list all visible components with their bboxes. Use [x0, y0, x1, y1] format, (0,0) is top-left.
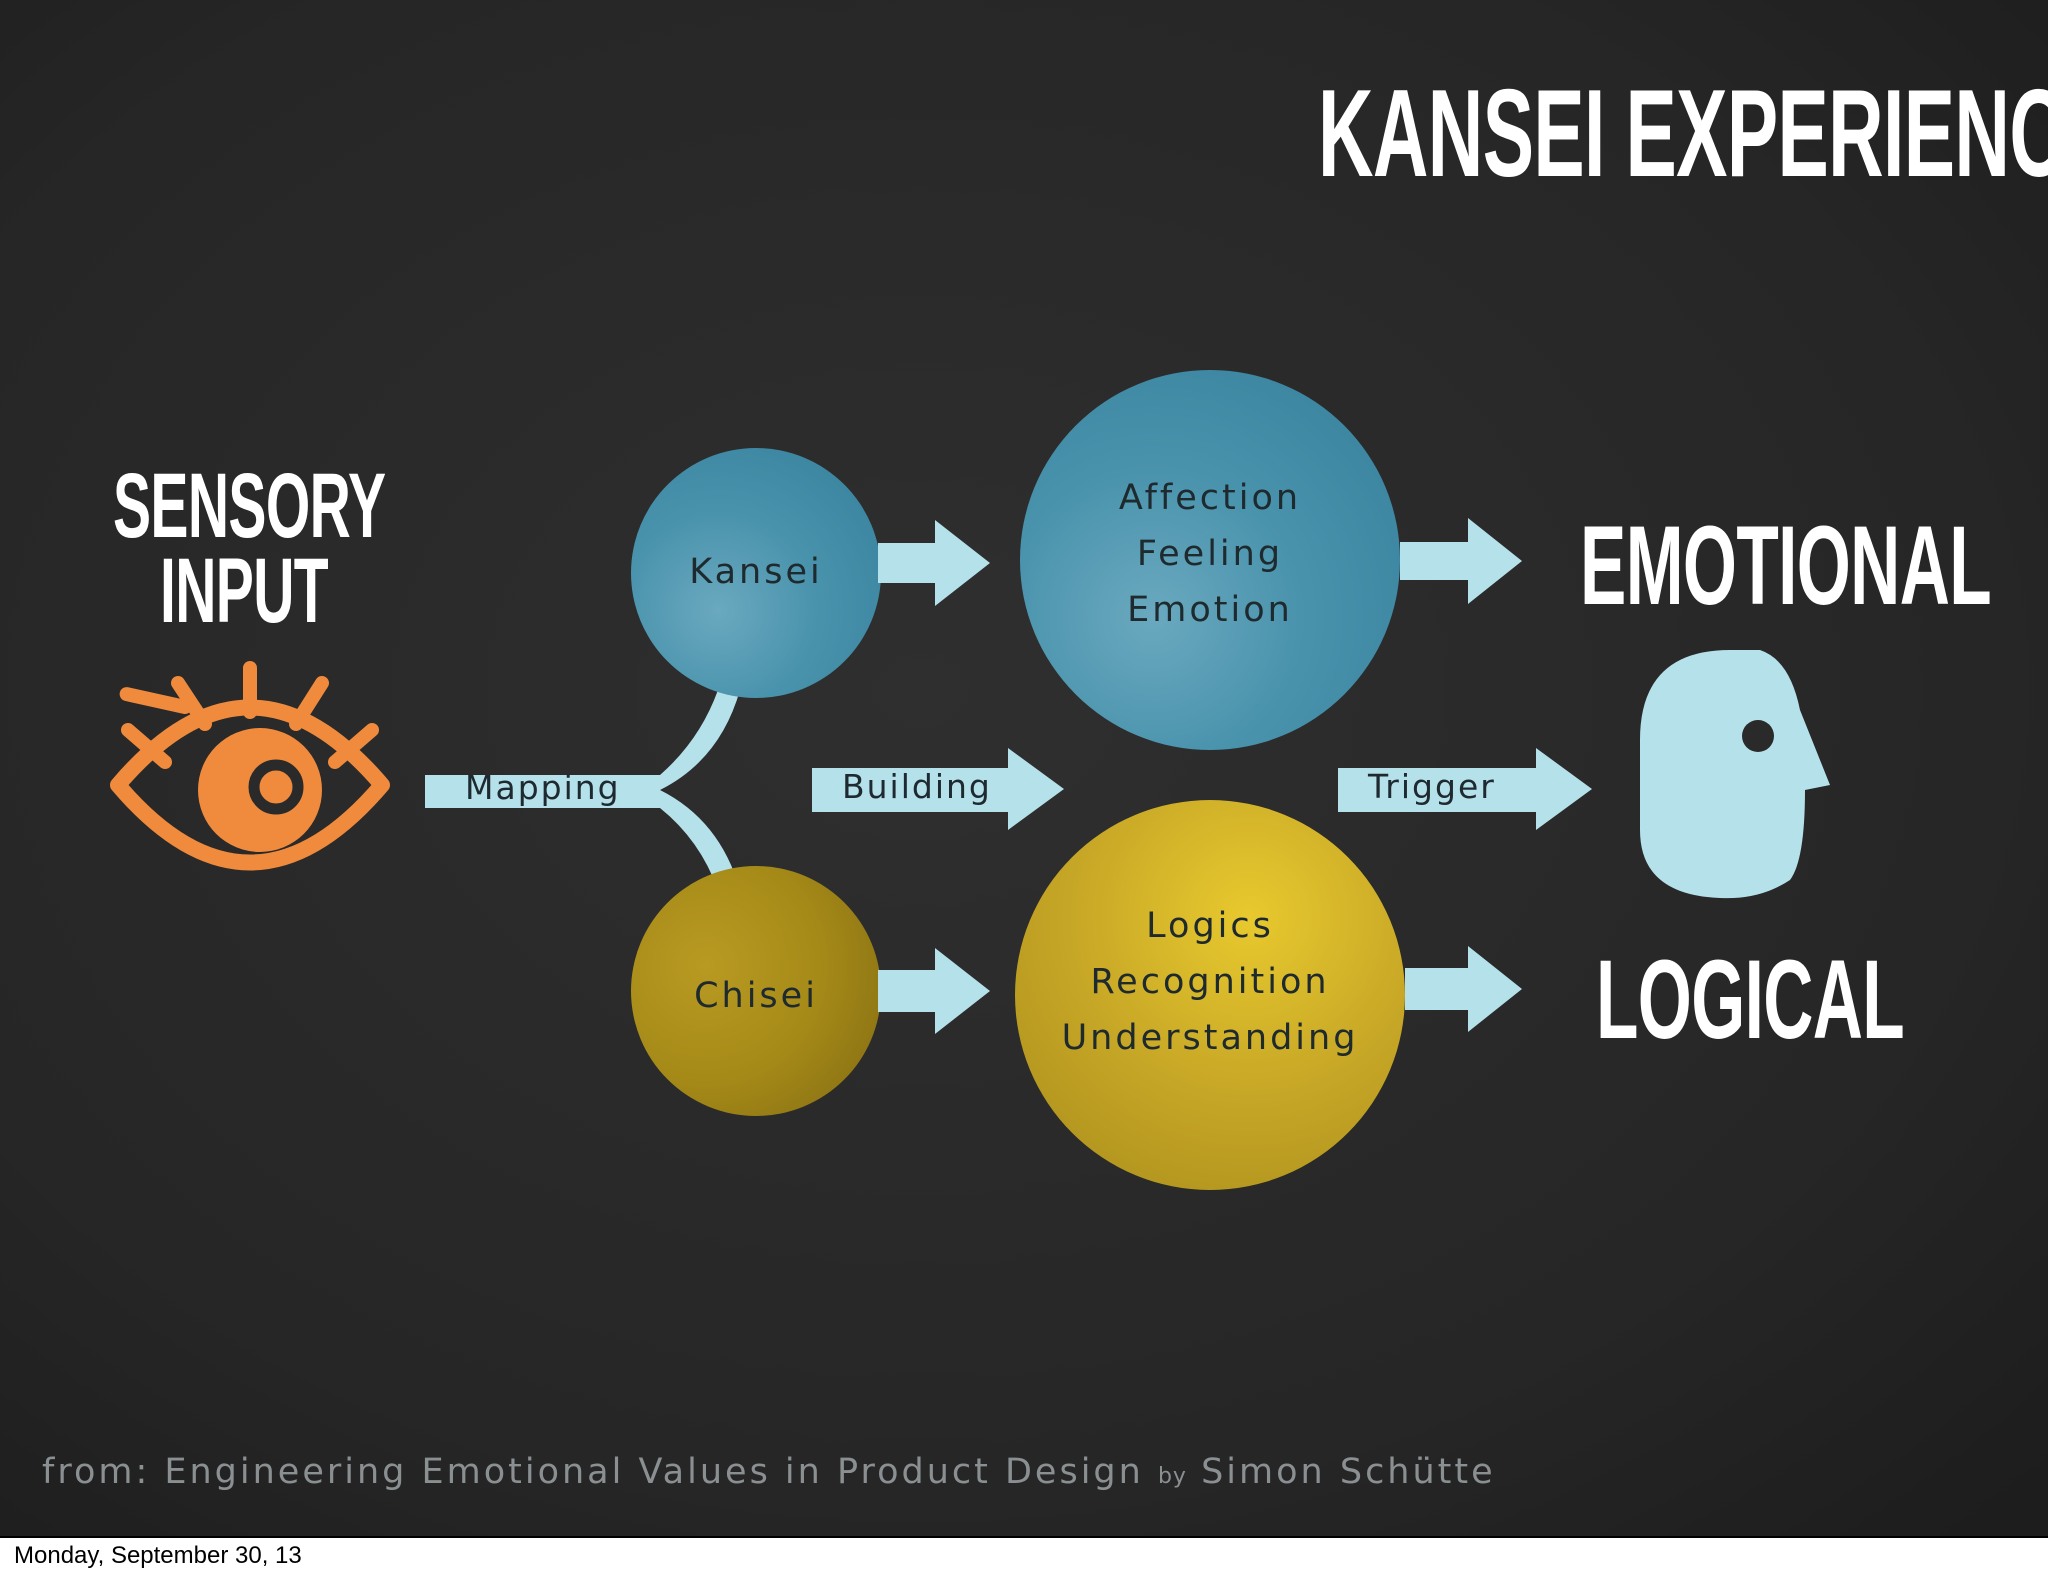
kansei-label: Kansei: [689, 552, 823, 592]
input-label: INPUT: [160, 540, 329, 642]
building-arrow: [812, 748, 1064, 830]
footer-date: Monday, September 30, 13: [14, 1542, 302, 1569]
diagram-canvas: [0, 0, 2048, 1536]
logics-label: Logics: [1146, 906, 1274, 946]
footer-divider: [0, 1536, 2048, 1538]
credit-source: from: Engineering Emotional Values in Pr…: [42, 1452, 1144, 1492]
logical-group-circle: [1015, 800, 1405, 1190]
credit-author: Simon Schütte: [1201, 1452, 1496, 1492]
emotional-label: EMOTIONAL: [1580, 503, 1992, 628]
chisei-label: Chisei: [694, 976, 818, 1016]
emotional-group-circle: [1020, 370, 1400, 750]
trigger-arrow: [1338, 748, 1592, 830]
emotion-label: Emotion: [1127, 590, 1293, 630]
head-icon: [1640, 650, 1830, 899]
credit-by: by: [1157, 1464, 1187, 1489]
mapping-label: Mapping: [465, 768, 621, 807]
recognition-label: Recognition: [1090, 962, 1330, 1002]
sensory-label: SENSORY: [113, 455, 386, 557]
logical-label: LOGICAL: [1596, 937, 1905, 1062]
arrow-chisei-to-logics: [878, 948, 990, 1034]
credit-line: from: Engineering Emotional Values in Pr…: [42, 1452, 1496, 1492]
page-title: KANSEI EXPERIENCE: [1318, 65, 2048, 203]
understanding-label: Understanding: [1061, 1018, 1359, 1058]
feeling-label: Feeling: [1136, 534, 1284, 574]
trigger-label: Trigger: [1368, 767, 1496, 806]
branch-connector: [425, 690, 740, 890]
arrow-kansei-to-affection: [878, 520, 990, 606]
arrow-to-logical: [1405, 946, 1522, 1032]
kansei-circle: [631, 448, 881, 698]
arrow-to-emotional: [1400, 518, 1522, 604]
chisei-circle: [631, 866, 881, 1116]
affection-label: Affection: [1118, 478, 1302, 518]
building-label: Building: [842, 767, 992, 806]
slide: KANSEI EXPERIENCE SENSORY INPUT Kansei C…: [0, 0, 2048, 1536]
eye-icon: [110, 661, 390, 871]
